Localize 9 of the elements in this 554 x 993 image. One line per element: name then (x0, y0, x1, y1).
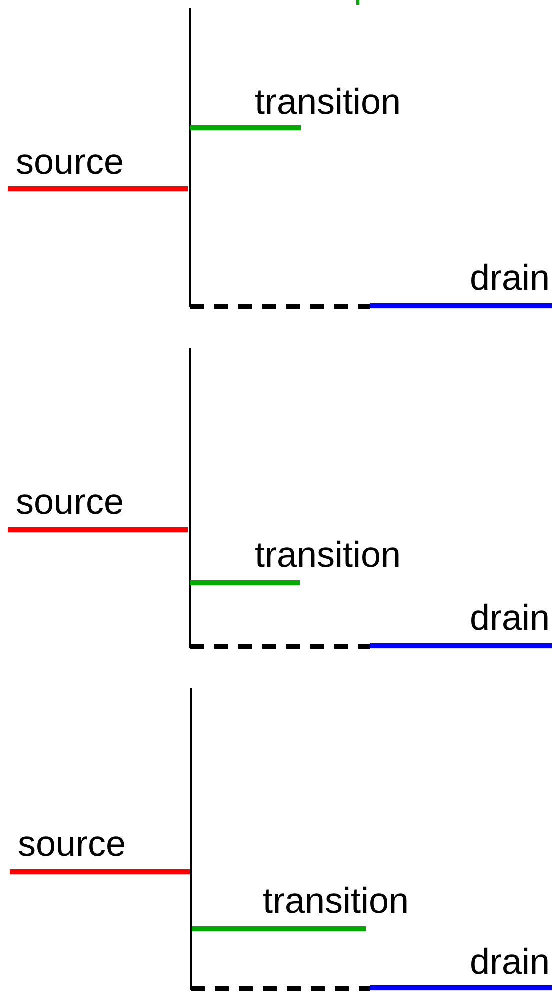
level-label: drain (470, 942, 550, 982)
level-label: transition (255, 82, 402, 122)
level-label: drain (470, 598, 550, 638)
level-label: source (16, 482, 124, 522)
level-label: transition (255, 535, 402, 575)
level-label: source (16, 142, 124, 182)
level-label: drain (470, 258, 550, 298)
level-label: source (18, 824, 126, 864)
level-label: transition (263, 881, 410, 921)
